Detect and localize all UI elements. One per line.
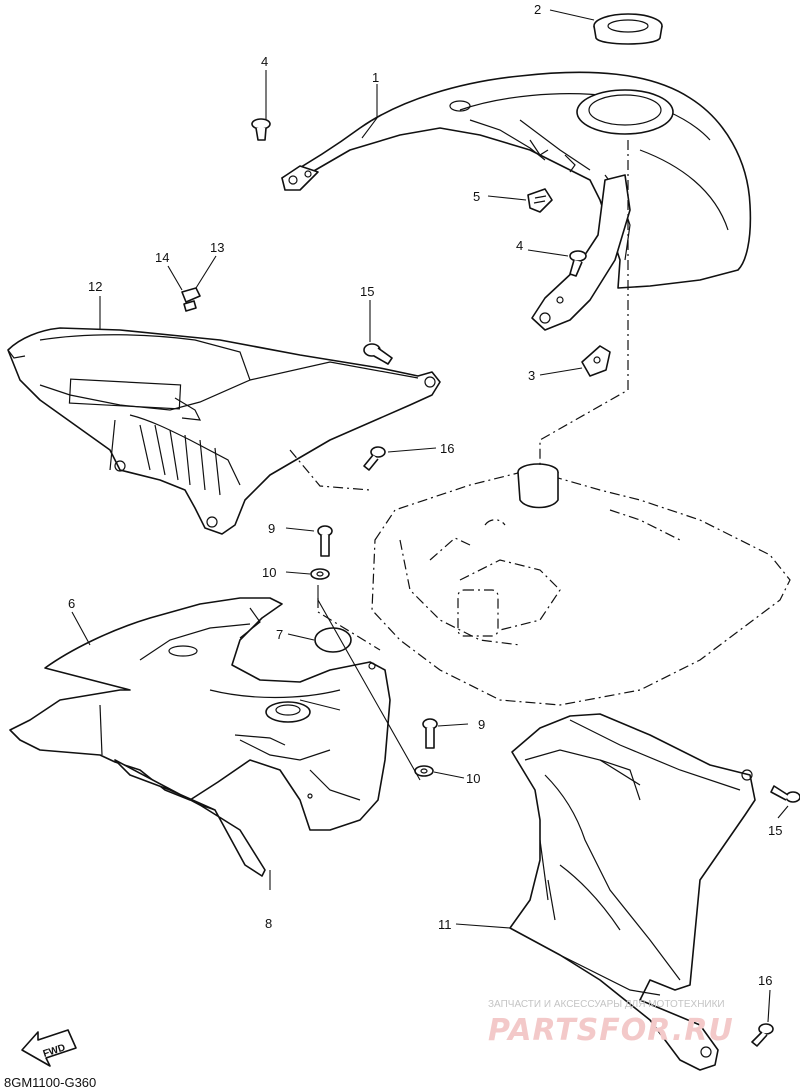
part-8-lower-panel[interactable] [114,759,266,877]
callout-7: 7 [276,627,283,642]
callout-14: 14 [155,250,169,265]
callout-16-upper: 16 [440,441,454,456]
watermark-caption: ЗАПЧАСТИ И АКСЕССУАРЫ ДЛЯ МОТОТЕХНИКИ [488,999,725,1010]
callout-labels: 1 2 3 4 4 5 6 7 8 9 9 10 10 11 12 13 14 … [68,2,782,988]
callout-11: 11 [438,917,452,932]
part-6-inner-panel[interactable] [9,597,391,831]
fwd-arrow: FWD [21,1029,77,1067]
part-10-washer-upper[interactable] [310,568,330,580]
callout-9-lower: 9 [478,717,485,732]
callout-16-lower: 16 [758,973,772,988]
leader-lines [71,9,789,1023]
callout-3: 3 [528,368,535,383]
callout-10-upper: 10 [262,565,276,580]
callout-15-upper: 15 [360,284,374,299]
part-13-rubber[interactable] [181,287,201,303]
diagram-code: 8GM1100-G360 [4,1075,96,1090]
callout-15-lower: 15 [768,823,782,838]
watermark-brand: PARTSFOR.RU [488,1013,734,1048]
part-4-bolt-mid[interactable] [569,250,587,277]
part-15-bolt-upper[interactable] [363,343,393,365]
callout-13: 13 [210,240,224,255]
callout-9-upper: 9 [268,521,275,536]
callout-10-lower: 10 [466,771,480,786]
callout-4-top: 4 [261,54,268,69]
part-16-bolt-upper[interactable] [363,446,386,471]
fuel-tank-outline [289,140,791,706]
callout-8: 8 [265,916,272,931]
callout-4-mid: 4 [516,238,523,253]
part-15-bolt-lower[interactable] [770,785,800,803]
part-7-cap[interactable] [314,627,352,653]
part-1-tank-cover[interactable] [281,71,752,331]
part-2-grommet[interactable] [593,13,663,45]
part-3-clip[interactable] [581,345,611,377]
part-16-bolt-lower[interactable] [751,1023,774,1047]
callout-2: 2 [534,2,541,17]
callout-1: 1 [372,70,379,85]
part-5-nut[interactable] [527,188,553,213]
part-14-clip[interactable] [183,300,197,312]
part-9-bolt-upper[interactable] [317,525,333,557]
part-4-bolt-top[interactable] [251,118,271,141]
callout-12: 12 [88,279,102,294]
watermark: ЗАПЧАСТИ И АКСЕССУАРЫ ДЛЯ МОТОТЕХНИКИ PA… [488,999,734,1048]
callout-6: 6 [68,596,75,611]
callout-5: 5 [473,189,480,204]
part-11-side-cover[interactable] [509,713,756,1071]
part-9-bolt-lower[interactable] [422,718,438,749]
part-12-side-cover[interactable] [7,327,441,535]
part-10-washer-lower[interactable] [414,765,434,777]
